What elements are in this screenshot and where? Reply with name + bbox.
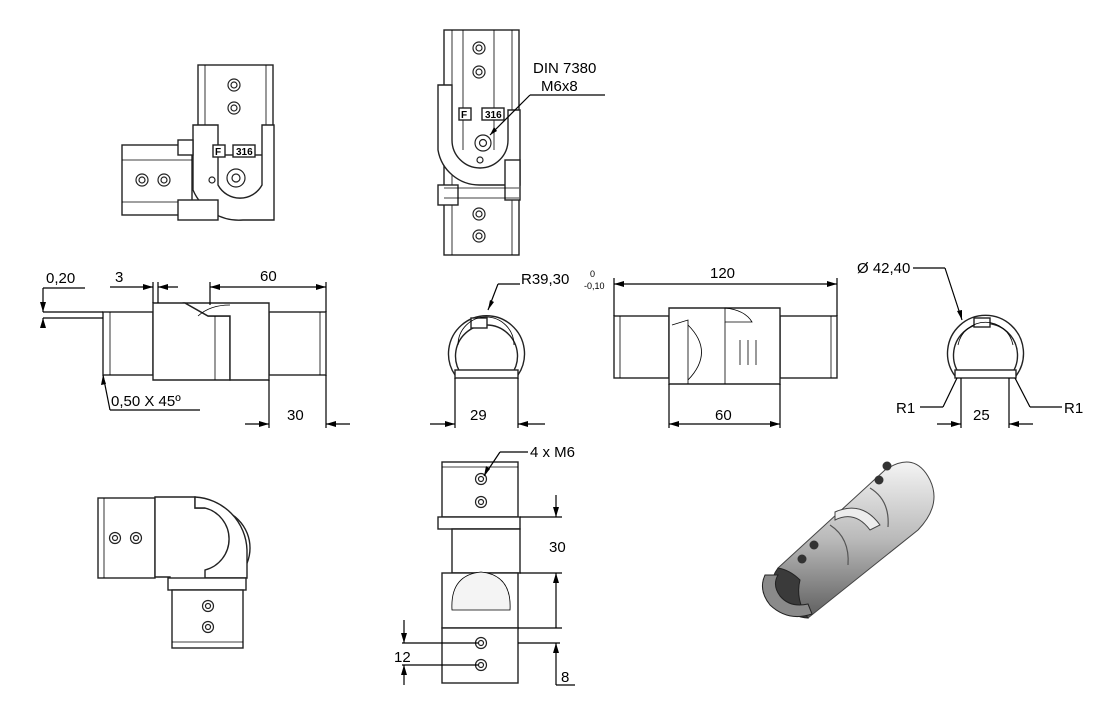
mark-f: F (215, 147, 221, 158)
joint-front-view: 4 x M6 30 12 8 (394, 444, 575, 686)
dim-chamfer: 0,50 X 45º (111, 393, 181, 410)
dim-radius-tol-lower: -0,10 (584, 281, 605, 291)
mark-316-box (232, 144, 256, 158)
dim-r1-right: R1 (1064, 400, 1083, 417)
mark-316-2: 316 (485, 110, 502, 121)
holes-label: 4 x M6 (530, 444, 575, 461)
dim-0-20: 0,20 (46, 270, 75, 287)
dim-3: 3 (115, 269, 123, 286)
section-view-radius: R39,30 0 -0,10 29 (430, 269, 605, 428)
isometric-view (761, 461, 935, 619)
section-view-diameter: Ø 42,40 R1 R1 25 (857, 260, 1083, 428)
dim-diameter: Ø 42,40 (857, 260, 910, 277)
din-label: DIN 7380 (533, 60, 596, 77)
elbow-top-view: F 316 (121, 64, 275, 221)
dim-60-top: 60 (260, 268, 277, 285)
joint-top-view: F 316 DIN 7380 M6x8 (437, 29, 605, 256)
din-size-label: M6x8 (541, 78, 578, 95)
dim-120: 120 (710, 265, 735, 282)
dim-25: 25 (973, 407, 990, 424)
dim-30-front: 30 (549, 539, 566, 556)
dim-r1-left: R1 (896, 400, 915, 417)
side-view-left: 0,20 3 60 0,50 X 45º 30 (40, 268, 350, 428)
dim-radius-tol-upper: 0 (590, 269, 595, 279)
dim-29: 29 (470, 407, 487, 424)
dim-60-bottom: 60 (715, 407, 732, 424)
side-view-right: 120 60 (613, 265, 838, 428)
dim-8: 8 (561, 669, 569, 686)
elbow-front-view (97, 496, 251, 649)
dim-12: 12 (394, 649, 411, 666)
dim-radius: R39,30 (521, 271, 569, 288)
mark-f-2: F (461, 110, 467, 121)
mark-316: 316 (236, 147, 253, 158)
mark-f-box (212, 144, 226, 158)
dim-30-side: 30 (287, 407, 304, 424)
